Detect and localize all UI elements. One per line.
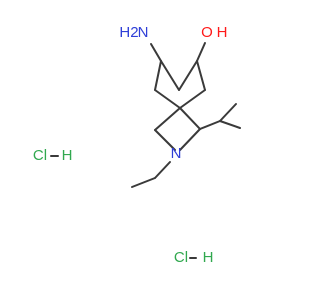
hydroxyl-oxygen-label: O [201,24,213,41]
molecule-diagram: N H2 O H N Cl H Cl H [32,23,241,266]
bond-c5-c6 [160,60,180,91]
bond-c7-c8 [196,60,206,91]
bond-c8-spiro [179,89,206,109]
amine-hydrogen-label: H2 [119,24,138,41]
bond-c1-n [154,129,176,151]
bond-spiro-c3 [179,107,201,130]
bond-isopropyl-me2 [219,120,241,129]
bond-c5-c4 [154,60,162,91]
bond-spiro-c1 [154,107,181,131]
structure-svg: N H2 O H N Cl H Cl H [33,24,241,266]
bond-ethyl1-ethyl2 [131,177,156,188]
bond-c3-n [179,128,201,151]
bond-n-ethyl1 [154,161,171,179]
hcl-hydrogen-label-2: H [203,249,214,266]
ring-nitrogen-label: N [171,145,182,162]
hcl-hydrogen-label-1: H [62,147,73,164]
amine-nitrogen-label: N [138,24,149,41]
hydroxyl-hydrogen-label: H [217,24,228,41]
bond-c3-isopropyl [199,120,221,130]
bond-c6-nh2 [150,43,162,62]
bond-c4-spiro [154,89,181,109]
bond-c7-oh [196,42,206,62]
bond-isopropyl-me1 [219,103,237,122]
hcl-chlorine-label-2: Cl [174,249,188,266]
hcl-chlorine-label-1: Cl [33,147,47,164]
bond-c6-c7 [178,60,198,91]
atom-labels: N H2 O H N Cl H Cl H [33,24,228,266]
bond-lines [50,42,241,259]
